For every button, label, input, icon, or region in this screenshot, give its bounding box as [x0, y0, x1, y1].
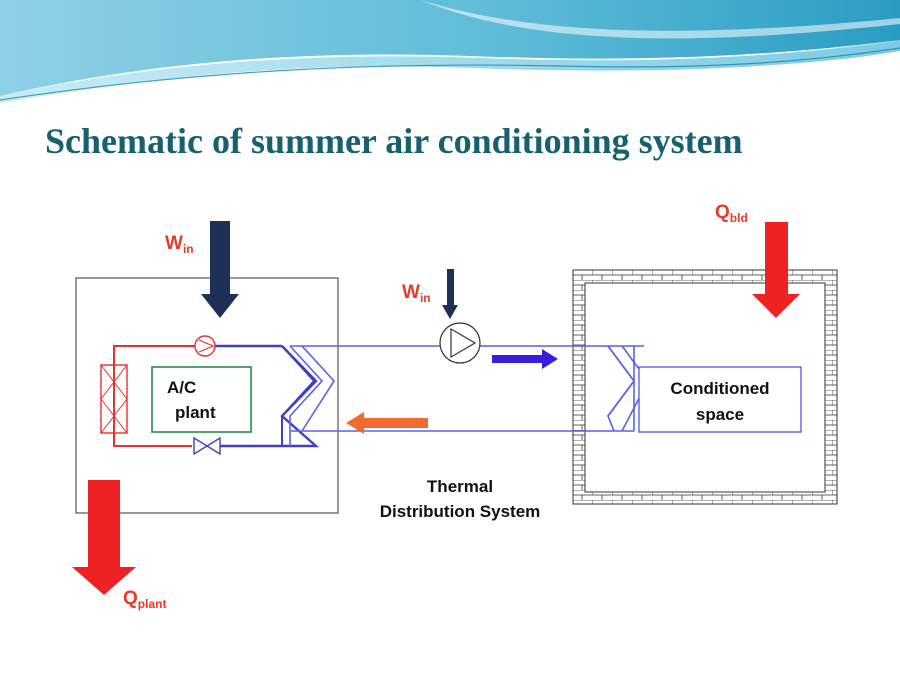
slide-title: Schematic of summer air conditioning sys…: [45, 121, 743, 161]
compressor-icon: [194, 335, 216, 357]
conditioned-space-box: [638, 366, 802, 433]
q-plant-label: Qplant: [123, 588, 166, 611]
condenser-coil-icon: [100, 364, 128, 434]
heat-rejection-arrow-plant: [72, 480, 136, 595]
conditioned-space-label-line1: Conditioned: [670, 379, 769, 398]
w-in-pump-label: Win: [402, 282, 431, 305]
return-flow-arrow: [346, 412, 428, 434]
plant-heat-exchanger: [281, 345, 316, 446]
conditioned-space-label-line2: space: [696, 405, 744, 424]
pump-icon: [439, 322, 481, 364]
heat-gain-arrow-building: [752, 222, 800, 318]
expansion-valve-icon: [193, 436, 221, 456]
supply-flow-arrow: [492, 349, 558, 369]
work-input-arrow-plant: [201, 221, 239, 318]
ac-plant-box: [151, 366, 252, 433]
thermal-distribution-label-line1: Thermal: [427, 477, 493, 496]
thermal-distribution-label-line2: Distribution System: [380, 502, 541, 521]
ac-plant-label-line2: plant: [175, 403, 216, 422]
ac-plant-label-line1: A/C: [167, 378, 196, 397]
building-coil: [607, 345, 635, 417]
top-wave-banner: [0, 0, 900, 105]
w-in-plant-label: Win: [165, 233, 194, 256]
q-bld-label: Qbld: [715, 202, 748, 225]
plant-enclosure: [75, 277, 339, 514]
work-input-arrow-pump: [442, 269, 458, 319]
building-wall: [572, 269, 838, 505]
schematic-diagram: A/C plant Conditioned space Win Win: [44, 191, 856, 619]
